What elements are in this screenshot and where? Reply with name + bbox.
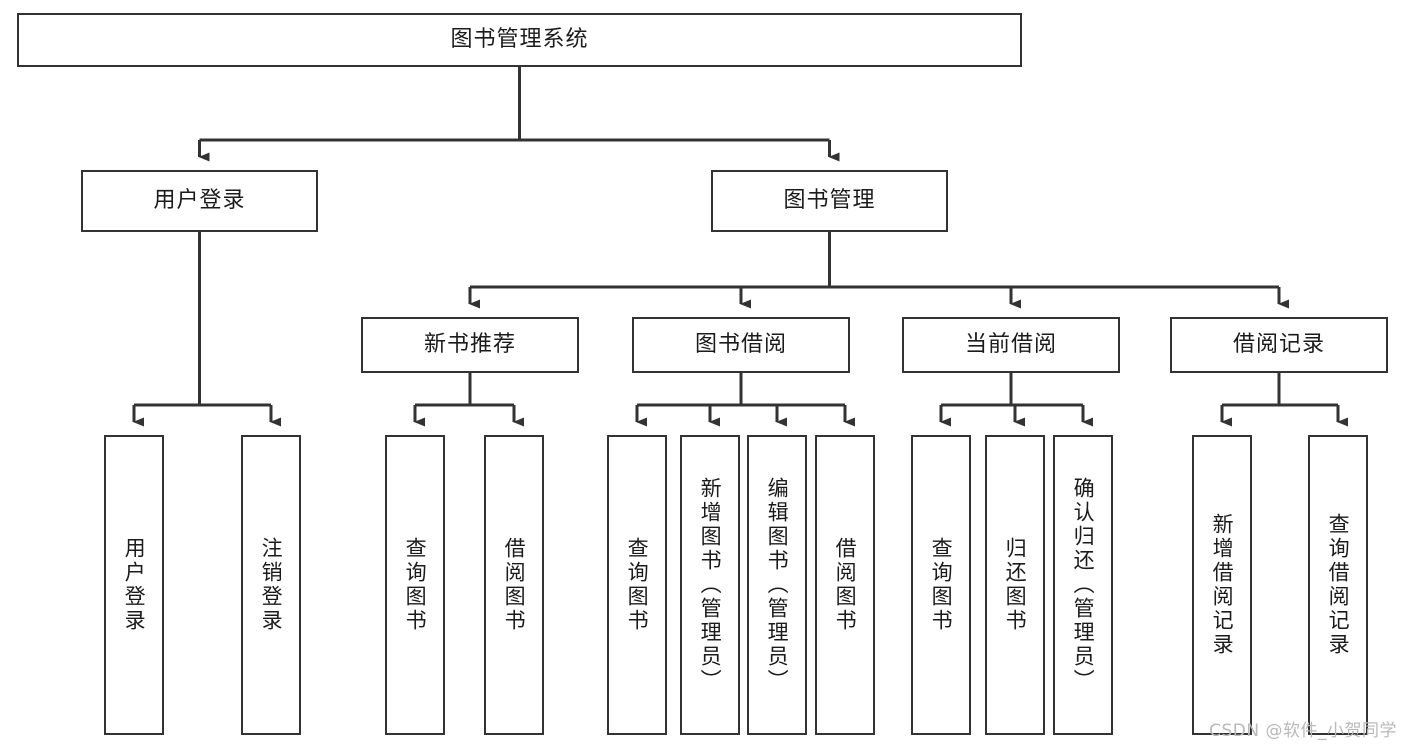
node-label: 新增图书（管理员） (698, 477, 723, 693)
node-label: 查询图书 (929, 537, 954, 633)
node-leaf_10[interactable]: 确认归还（管理员） (1053, 435, 1113, 735)
node-leaf_3[interactable]: 借阅图书 (484, 435, 544, 735)
node-label: 用户登录 (122, 537, 147, 633)
node-l2_0[interactable]: 用户登录 (81, 170, 318, 232)
node-label: 图书管理 (783, 187, 876, 213)
node-label: 用户登录 (153, 187, 246, 213)
node-l3_2[interactable]: 当前借阅 (902, 317, 1120, 373)
node-label: 查询图书 (625, 537, 650, 633)
node-l3_1[interactable]: 图书借阅 (632, 317, 850, 373)
watermark: CSDN @软件_小贺同学 (1209, 721, 1397, 741)
node-leaf_4[interactable]: 查询图书 (607, 435, 667, 735)
node-label: 注销登录 (259, 537, 284, 633)
node-label: 查询图书 (403, 537, 428, 633)
node-label: 确认归还（管理员） (1071, 477, 1096, 693)
node-l3_3[interactable]: 借阅记录 (1170, 317, 1388, 373)
node-l3_0[interactable]: 新书推荐 (361, 317, 579, 373)
node-leaf_2[interactable]: 查询图书 (385, 435, 445, 735)
node-leaf_5[interactable]: 新增图书（管理员） (680, 435, 740, 735)
node-label: 归还图书 (1003, 537, 1028, 633)
node-label: 新增借阅记录 (1210, 513, 1235, 657)
node-label: 图书管理系统 (450, 26, 589, 52)
node-leaf_6[interactable]: 编辑图书（管理员） (747, 435, 807, 735)
node-label: 借阅图书 (502, 537, 527, 633)
node-label: 当前借阅 (964, 331, 1057, 357)
node-leaf_0[interactable]: 用户登录 (104, 435, 164, 735)
node-label: 查询借阅记录 (1326, 513, 1351, 657)
node-label: 编辑图书（管理员） (765, 477, 790, 693)
node-leaf_1[interactable]: 注销登录 (241, 435, 301, 735)
node-l2_1[interactable]: 图书管理 (711, 170, 948, 232)
node-leaf_11[interactable]: 新增借阅记录 (1192, 435, 1252, 735)
node-root[interactable]: 图书管理系统 (17, 13, 1022, 67)
node-leaf_12[interactable]: 查询借阅记录 (1308, 435, 1368, 735)
node-label: 新书推荐 (423, 331, 516, 357)
node-label: 图书借阅 (694, 331, 787, 357)
node-label: 借阅记录 (1232, 331, 1325, 357)
node-leaf_9[interactable]: 归还图书 (985, 435, 1045, 735)
node-label: 借阅图书 (833, 537, 858, 633)
node-leaf_7[interactable]: 借阅图书 (815, 435, 875, 735)
node-leaf_8[interactable]: 查询图书 (911, 435, 971, 735)
